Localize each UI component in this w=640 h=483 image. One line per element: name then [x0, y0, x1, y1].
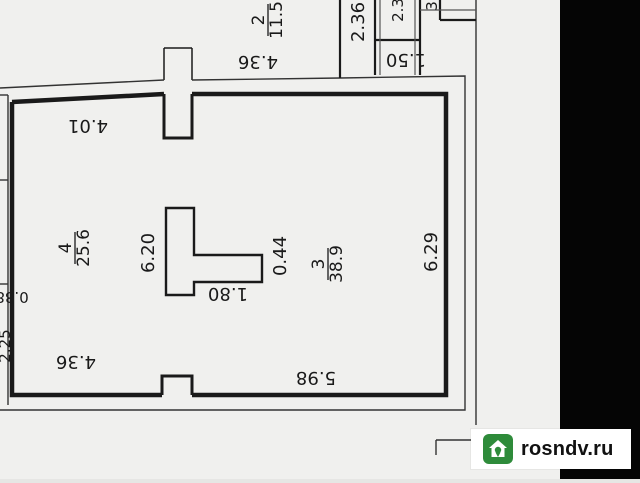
paper — [0, 0, 560, 479]
dim-1-50: 1.50 — [386, 49, 426, 70]
svg-text:0.38: 0.38 — [0, 288, 29, 306]
room-2-number: 2 — [249, 15, 269, 26]
svg-text:2.36: 2.36 — [348, 2, 369, 42]
small-rooms-thin — [379, 0, 476, 75]
room-partial-b-label: 3 — [423, 1, 441, 11]
dim-1-80: 1.80 — [208, 283, 248, 304]
dim-4-36-top: 4.36 — [238, 51, 278, 72]
dim-2-25: 2.25 — [0, 329, 14, 362]
room-3-area: 38.9 — [327, 245, 347, 283]
dim-6-29: 6.29 — [421, 232, 442, 272]
room-4-label: 4 25.6 — [56, 229, 94, 267]
room-3-label: 3 38.9 — [309, 245, 347, 283]
room-4-number: 4 — [56, 243, 76, 254]
watermark-text: rosndv.ru — [521, 437, 614, 460]
dim-2-36: 2.36 — [348, 2, 369, 42]
svg-text:6.29: 6.29 — [421, 232, 442, 272]
dim-0-38: 0.38 — [0, 288, 29, 306]
svg-text:4.36: 4.36 — [56, 351, 96, 372]
svg-text:4.36: 4.36 — [238, 51, 278, 72]
room-partial-a-label: 2.3 — [389, 0, 407, 22]
room-2-area: 11.5 — [267, 1, 287, 39]
svg-text:5.98: 5.98 — [296, 367, 336, 388]
room-partial-b: 3 — [423, 1, 441, 11]
room-3-walls — [9, 91, 449, 398]
svg-text:0.44: 0.44 — [270, 236, 291, 276]
room-2-label: 2 11.5 — [249, 1, 287, 39]
room-4-area: 25.6 — [74, 229, 94, 267]
room-partial-a: 2.3 — [389, 0, 407, 22]
svg-text:6.20: 6.20 — [138, 233, 159, 273]
svg-text:1.50: 1.50 — [386, 49, 426, 70]
watermark[interactable]: rosndv.ru — [471, 429, 631, 469]
outer-wall-lines — [0, 0, 478, 455]
small-rooms-top — [338, 0, 476, 78]
svg-text:1.80: 1.80 — [208, 283, 248, 304]
dim-5-98: 5.98 — [296, 367, 336, 388]
dim-4-36-left: 4.36 — [56, 351, 96, 372]
dim-0-44: 0.44 — [270, 236, 291, 276]
room-3-number: 3 — [309, 259, 329, 270]
house-location-icon — [483, 434, 513, 464]
top-partition — [162, 47, 194, 140]
dark-edge — [560, 0, 640, 479]
svg-text:2.25: 2.25 — [0, 329, 14, 362]
dim-6-20: 6.20 — [138, 233, 159, 273]
svg-text:4.01: 4.01 — [68, 115, 108, 136]
bottom-notch — [160, 374, 194, 395]
column — [164, 206, 264, 297]
dim-4-01: 4.01 — [68, 115, 108, 136]
